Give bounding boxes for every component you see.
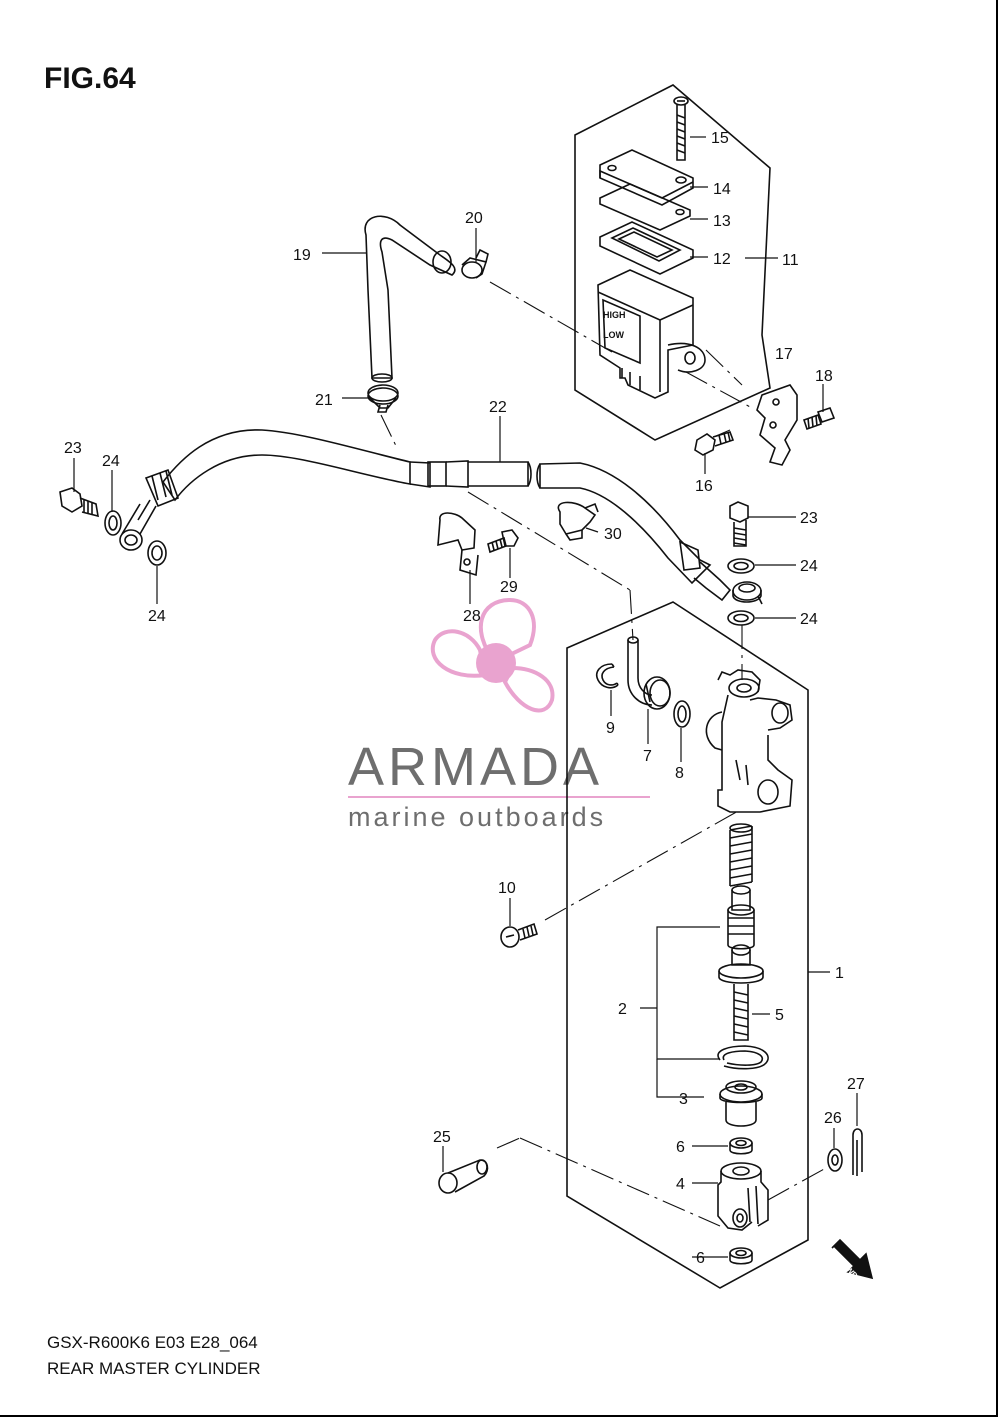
callout-24-lower-right: 24: [800, 611, 818, 628]
bolt-10: [500, 922, 538, 948]
callout-10: 10: [498, 880, 516, 897]
brake-hose-22: [119, 429, 763, 605]
callout-8: 8: [675, 765, 684, 782]
washer-24-upper-left: [104, 510, 122, 536]
clamp-21: [367, 384, 399, 413]
callout-23-left: 23: [64, 440, 82, 457]
nut-6-upper: [729, 1137, 753, 1155]
callout-7: 7: [643, 748, 652, 765]
master-cylinder-group-outline: [566, 601, 809, 1289]
callout-4: 4: [676, 1176, 685, 1193]
master-cylinder-body: [705, 669, 793, 813]
callout-13: 13: [713, 213, 731, 230]
screw-15: [673, 96, 689, 161]
callout-24-lower-left: 24: [148, 608, 166, 625]
washer-24-upper-right: [727, 558, 755, 574]
clevis-4: [717, 1162, 769, 1231]
reservoir-high-mark: HIGH: [603, 310, 626, 320]
callout-labels: 15 14 13 12 11 19 20 17 18 21 22 23 24 1…: [64, 130, 865, 1267]
bolt-18: [802, 407, 836, 431]
callout-6-upper: 6: [676, 1139, 685, 1156]
circlip-2: [717, 1045, 769, 1070]
callout-23-right: 23: [800, 510, 818, 527]
hose-clamp-30: [557, 501, 599, 541]
washer-26: [827, 1148, 843, 1172]
washer-24-lower-right: [727, 610, 755, 626]
reservoir-low-mark: LOW: [603, 330, 624, 340]
diaphragm-plate-13: [599, 183, 691, 231]
union-bolt-23-right: [729, 501, 749, 547]
callout-2: 2: [618, 1001, 627, 1018]
watermark: ARMADA marine outboards: [348, 597, 650, 832]
callout-25: 25: [433, 1129, 451, 1146]
propeller-logo-icon: [431, 597, 555, 713]
callout-30: 30: [604, 526, 622, 543]
bolt-29: [487, 529, 519, 554]
reservoir-cap-14: [599, 149, 694, 206]
callout-6-lower: 6: [696, 1250, 705, 1267]
callout-18: 18: [815, 368, 833, 385]
hose-joint-7: [627, 636, 671, 710]
reservoir-body: [597, 269, 706, 399]
piston-kit-2: [727, 885, 755, 950]
watermark-tagline: marine outboards: [348, 802, 606, 832]
callout-29: 29: [500, 579, 518, 596]
clamp-20: [461, 248, 489, 279]
callout-1: 1: [835, 965, 844, 982]
forward-arrow-icon: [831, 1238, 874, 1280]
callout-16: 16: [695, 478, 713, 495]
circlip-9: [596, 663, 619, 689]
callout-19: 19: [293, 247, 311, 264]
callout-27: 27: [847, 1076, 865, 1093]
callout-17: 17: [775, 346, 793, 363]
callout-20: 20: [465, 210, 483, 227]
hose-19: [364, 215, 456, 383]
callout-21: 21: [315, 392, 333, 409]
leader-lines: [73, 136, 858, 1258]
callout-24-mid-right: 24: [800, 558, 818, 575]
callout-24-upper-left: 24: [102, 453, 120, 470]
bolt-16: [694, 431, 735, 456]
callout-15: 15: [711, 130, 729, 147]
return-spring: [729, 823, 753, 887]
alignment-lines: [380, 281, 827, 1227]
callout-22: 22: [489, 399, 507, 416]
callout-11: 11: [782, 252, 799, 269]
footer-model-code: GSX-R600K6 E03 E28_064: [47, 1333, 258, 1352]
union-bolt-23-left: [59, 487, 99, 518]
nut-6-lower: [729, 1247, 753, 1265]
callout-9: 9: [606, 720, 615, 737]
callout-12: 12: [713, 251, 731, 268]
bracket-17: [756, 384, 798, 466]
reservoir-group-outline: [574, 84, 771, 441]
callout-26: 26: [824, 1110, 842, 1127]
callout-14: 14: [713, 181, 731, 198]
boot-3: [719, 1080, 763, 1127]
callout-3: 3: [679, 1091, 688, 1108]
callout-28: 28: [463, 608, 481, 625]
callout-5: 5: [775, 1007, 784, 1024]
footer-figure-name: REAR MASTER CYLINDER: [47, 1359, 261, 1378]
hose-clamp-28: [437, 512, 479, 577]
figure-title: FIG.64: [44, 62, 136, 95]
diaphragm-12: [599, 221, 694, 275]
watermark-brand: ARMADA: [348, 737, 603, 797]
washer-24-lower-left: [147, 540, 167, 566]
push-rod-5: [718, 944, 764, 1041]
o-ring-8: [673, 700, 691, 728]
clevis-pin-25: [438, 1159, 489, 1194]
cotter-pin-27: [852, 1128, 863, 1176]
